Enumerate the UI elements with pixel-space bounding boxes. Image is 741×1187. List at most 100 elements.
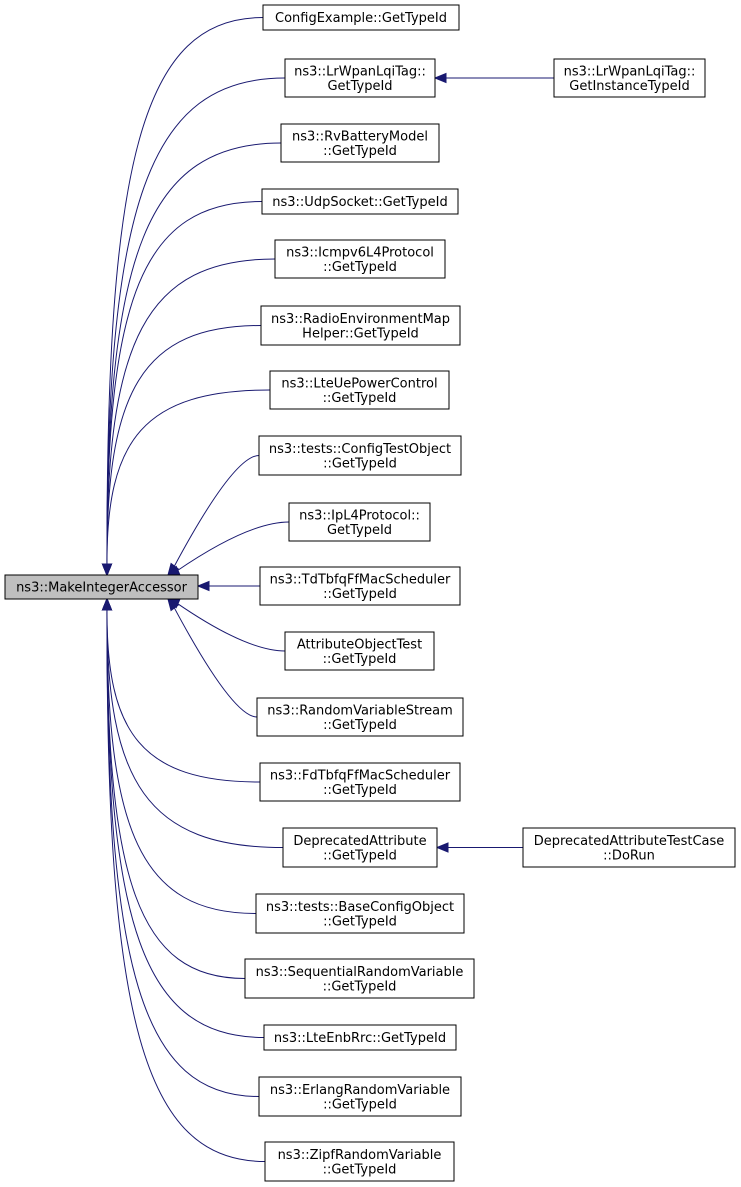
edge-n6-to-root: [101, 325, 262, 577]
node-n6[interactable]: ns3::RadioEnvironmentMapHelper::GetTypeI…: [260, 305, 461, 346]
arrowhead: [167, 597, 180, 612]
node-label-line: ns3::LteEnbRrc::GetTypeId: [274, 1031, 446, 1046]
node-box: [262, 4, 460, 31]
edge-line: [175, 602, 286, 652]
node-label-line: DeprecatedAttribute: [293, 834, 426, 849]
node-box: [258, 1076, 462, 1117]
node-box: [4, 574, 199, 600]
node-label-line: ::GetTypeId: [323, 1162, 397, 1177]
node-n3[interactable]: ns3::RvBatteryModel::GetTypeId: [280, 123, 440, 163]
edge-line: [106, 201, 263, 567]
node-label-line: ns3::ErlangRandomVariable: [270, 1083, 450, 1098]
node-label-line: ns3::IpL4Protocol::: [299, 508, 420, 523]
node-box: [284, 631, 435, 671]
edge-n12-to-root: [167, 597, 258, 718]
node-n16[interactable]: ns3::SequentialRandomVariable::GetTypeId: [244, 958, 475, 999]
node-box: [264, 1141, 455, 1182]
node-label-line: ::GetTypeId: [323, 848, 397, 863]
edge-line: [175, 521, 290, 572]
node-label-line: ns3::SequentialRandomVariable: [256, 965, 464, 980]
node-box: [244, 958, 475, 999]
node-label-line: GetTypeId: [327, 79, 392, 94]
edge-line: [106, 142, 282, 567]
node-box: [255, 893, 465, 934]
node-label-line: ::GetTypeId: [323, 144, 397, 159]
node-box: [256, 697, 464, 737]
edge-line: [106, 389, 271, 567]
edge-n10-to-root: [196, 580, 260, 592]
edge-line: [106, 607, 266, 1162]
node-label-line: GetTypeId: [327, 523, 392, 538]
node-n4[interactable]: ns3::UdpSocket::GetTypeId: [261, 188, 459, 215]
node-box: [259, 566, 461, 606]
edge-line: [106, 258, 276, 567]
node-box: [284, 58, 436, 98]
node-n11[interactable]: AttributeObjectTest::GetTypeId: [284, 631, 435, 671]
node-n18[interactable]: ns3::ErlangRandomVariable::GetTypeId: [258, 1076, 462, 1117]
node-label-line: ns3::LrWpanLqiTag::: [564, 64, 696, 79]
node-n2[interactable]: ns3::LrWpanLqiTag::GetTypeId: [284, 58, 436, 98]
edge-line: [106, 607, 260, 1097]
node-label-line: ns3::ZipfRandomVariable: [278, 1148, 442, 1163]
edge-n18-to-root: [101, 597, 260, 1097]
node-box: [553, 58, 706, 98]
node-label-line: ns3::MakeIntegerAccessor: [16, 581, 188, 596]
edge-line: [106, 77, 286, 567]
node-box: [274, 239, 446, 279]
node-label-line: ::GetTypeId: [323, 979, 397, 994]
edge-n14-to-root: [101, 597, 284, 848]
node-box: [260, 305, 461, 346]
node-box: [282, 827, 438, 868]
node-label-line: Helper::GetTypeId: [302, 326, 419, 341]
edge-line: [106, 607, 265, 1038]
node-n14[interactable]: DeprecatedAttribute::GetTypeId: [282, 827, 438, 868]
node-label-line: ConfigExample::GetTypeId: [275, 11, 447, 26]
node-label-line: ns3::tests::ConfigTestObject: [269, 442, 451, 457]
node-n1[interactable]: ConfigExample::GetTypeId: [262, 4, 460, 31]
node-label-line: DeprecatedAttributeTestCase: [534, 834, 725, 849]
node-n19[interactable]: ns3::ZipfRandomVariable::GetTypeId: [264, 1141, 455, 1182]
node-n5[interactable]: ns3::Icmpv6L4Protocol::GetTypeId: [274, 239, 446, 279]
edge-n17-to-root: [101, 597, 265, 1038]
node-n21[interactable]: DeprecatedAttributeTestCase::DoRun: [522, 827, 736, 868]
node-label-line: ::GetTypeId: [323, 260, 397, 275]
root-node[interactable]: ns3::MakeIntegerAccessor: [4, 574, 199, 600]
node-label-line: ns3::FdTbfqFfMacScheduler: [270, 768, 451, 783]
node-label-line: ::GetTypeId: [323, 914, 397, 929]
edge-line: [106, 17, 264, 567]
node-n9[interactable]: ns3::IpL4Protocol::GetTypeId: [288, 502, 431, 542]
edge-n20-to-n2: [433, 72, 554, 84]
node-label-line: ::GetTypeId: [323, 456, 397, 471]
node-label-line: ns3::Icmpv6L4Protocol: [286, 245, 434, 260]
node-n12[interactable]: ns3::RandomVariableStream::GetTypeId: [256, 697, 464, 737]
edge-line: [173, 455, 260, 569]
node-label-line: ::GetTypeId: [323, 652, 397, 667]
edge-line: [106, 607, 246, 979]
node-box: [280, 123, 440, 163]
arrowhead: [196, 580, 210, 592]
node-label-line: ::GetTypeId: [323, 1097, 397, 1112]
node-n8[interactable]: ns3::tests::ConfigTestObject::GetTypeId: [258, 435, 462, 476]
edge-n5-to-root: [101, 258, 276, 577]
node-n7[interactable]: ns3::LteUePowerControl::GetTypeId: [269, 370, 450, 410]
node-n10[interactable]: ns3::TdTbfqFfMacScheduler::GetTypeId: [259, 566, 461, 606]
node-label-line: ns3::RandomVariableStream: [267, 703, 453, 718]
node-n20[interactable]: ns3::LrWpanLqiTag::GetInstanceTypeId: [553, 58, 706, 98]
node-label-line: ns3::LteUePowerControl: [281, 376, 437, 391]
node-label-line: AttributeObjectTest: [297, 637, 422, 652]
edge-line: [106, 607, 257, 914]
edges-layer: [101, 17, 554, 1162]
node-label-line: ns3::LrWpanLqiTag::: [294, 64, 426, 79]
edge-line: [106, 325, 262, 567]
node-box: [263, 1024, 457, 1051]
node-label-line: ::GetTypeId: [323, 718, 397, 733]
edge-line: [172, 605, 258, 718]
edge-n2-to-root: [101, 77, 286, 577]
node-n17[interactable]: ns3::LteEnbRrc::GetTypeId: [263, 1024, 457, 1051]
node-n15[interactable]: ns3::tests::BaseConfigObject::GetTypeId: [255, 893, 465, 934]
node-n13[interactable]: ns3::FdTbfqFfMacScheduler::GetTypeId: [259, 762, 461, 802]
node-box: [259, 762, 461, 802]
node-label-line: ns3::tests::BaseConfigObject: [266, 900, 454, 915]
nodes-layer: ns3::MakeIntegerAccessor ConfigExample::G…: [4, 4, 736, 1182]
